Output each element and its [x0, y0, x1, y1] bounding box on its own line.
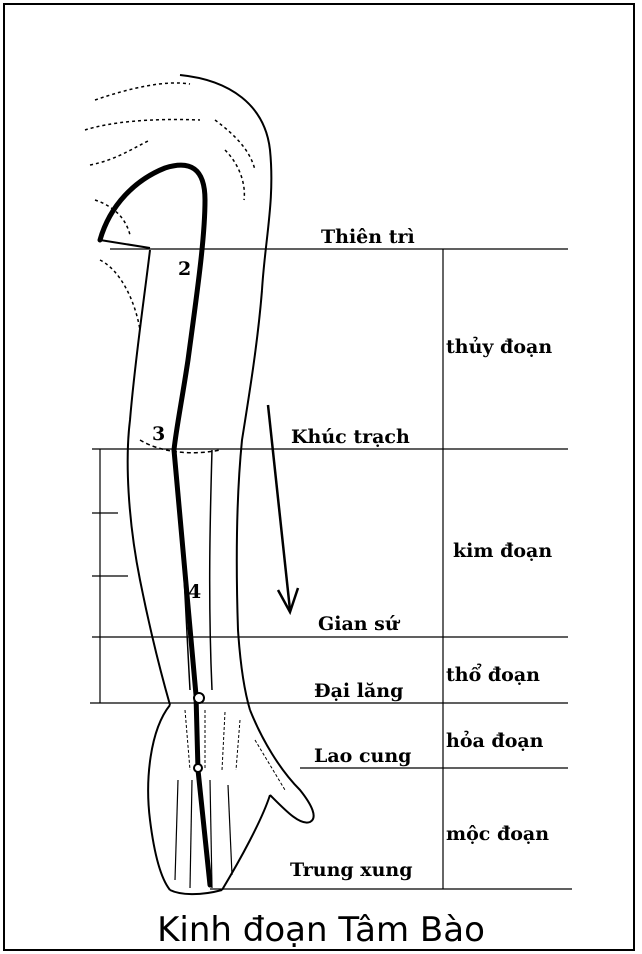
label-gian-su: Gian sứ [318, 613, 401, 635]
meridian-number-2: 2 [178, 258, 191, 280]
segment-tho: thổ đoạn [446, 662, 540, 686]
left-bracket [92, 449, 128, 703]
label-dai-lang: Đại lăng [314, 680, 403, 702]
segment-moc: mộc đoạn [446, 823, 549, 845]
meridian-number-3: 3 [152, 423, 165, 445]
lao-cung-marker [194, 764, 202, 772]
diagram-title: Kinh đoạn Tâm Bào [157, 910, 485, 950]
segment-kim: kim đoạn [453, 540, 552, 562]
segment-thuy: thủy đoạn [446, 336, 552, 358]
segment-hoa: hỏa đoạn [446, 730, 544, 752]
meridian-path [100, 165, 210, 885]
label-khuc-trach: Khúc trạch [291, 426, 410, 448]
label-trung-xung: Trung xung [290, 859, 413, 881]
label-lao-cung: Lao cung [314, 745, 411, 767]
label-thien-tri: Thiên trì [321, 226, 415, 248]
dai-lang-marker [194, 693, 204, 703]
meridian-number-4: 4 [188, 581, 201, 603]
